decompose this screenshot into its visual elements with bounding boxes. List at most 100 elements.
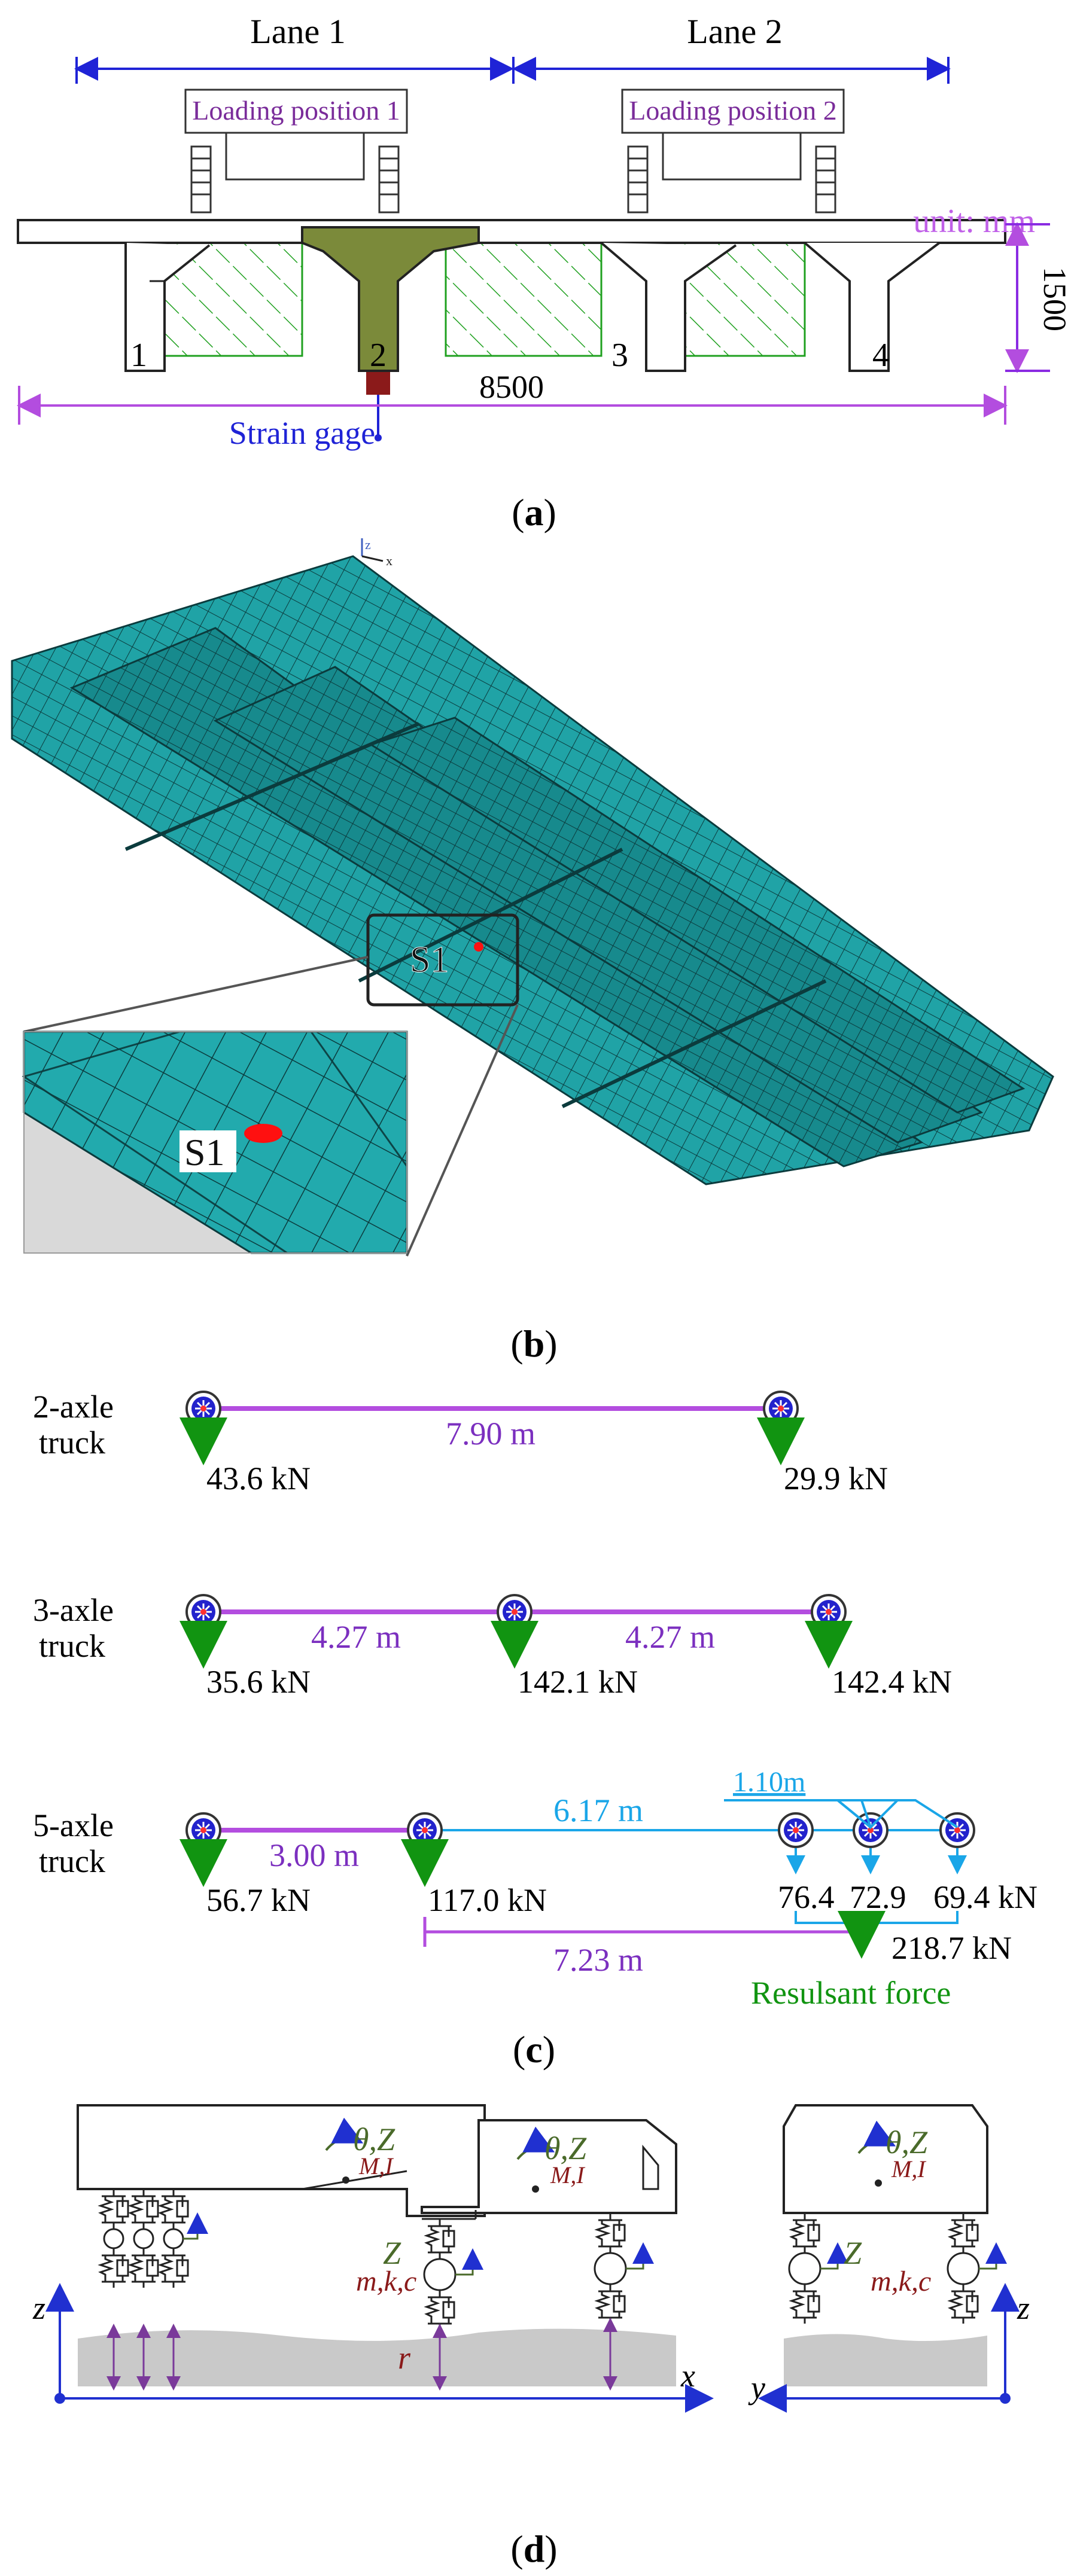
- trailer-mass-label: M,I: [358, 2153, 394, 2179]
- panel-c-truck-loads: 2-axle truck 7.90 m 43.6 kN 29.9 kN 3-ax…: [0, 1370, 1068, 2071]
- vehicle-model-drawing: θ,Z M,I θ,Z M,I Z m,k,c: [32, 2104, 1030, 2413]
- height-dimension-label: 1500: [1037, 267, 1068, 331]
- axle-mkc-label: m,k,c: [356, 2266, 416, 2297]
- axle-z-label: Z: [383, 2235, 401, 2271]
- truck-5-load-5: 69.4 kN: [933, 1879, 1037, 1915]
- truck-5-wheel-1: [185, 1812, 221, 1848]
- sensor-s1-zoom-label: S1: [184, 1131, 225, 1173]
- strain-gage-marker: [366, 372, 390, 395]
- truck-3-load-3: 142.4 kN: [832, 1664, 952, 1700]
- truck-5-load-1: 56.7 kN: [206, 1882, 311, 1918]
- truck-3-wheel-1: [185, 1594, 221, 1630]
- caption-d-letter: d: [523, 2528, 545, 2570]
- caption-d: (d): [510, 2528, 558, 2570]
- loading-position-2-label: Loading position 2: [629, 95, 837, 126]
- truck-5-load-3: 76.4: [778, 1879, 835, 1915]
- front-mass-label: M,I: [891, 2156, 926, 2182]
- girder-2-label: 2: [370, 337, 387, 374]
- lane-2-label: Lane 2: [687, 12, 782, 51]
- axis-x-label: x: [386, 553, 392, 568]
- tractor-mass-label: M,I: [550, 2162, 585, 2188]
- panel-a-cross-section: Lane 1 Lane 2 Loading position 1 Loading…: [0, 0, 1068, 534]
- zoom-inset: S1: [22, 1031, 408, 1254]
- truck-5-wheel-3: [778, 1812, 814, 1848]
- truck-3-wheel-3: [811, 1594, 847, 1630]
- truck-3-name-line1: 3-axle: [33, 1592, 114, 1628]
- truck-5-name-line1: 5-axle: [33, 1807, 114, 1843]
- trailer-tridem-suspension: [99, 2188, 208, 2289]
- zoom-region-box: [366, 913, 519, 1007]
- sensor-s1-zoom-marker: [244, 1124, 282, 1143]
- tractor-steer-axle: [594, 2212, 654, 2325]
- tractor-dof-label: θ,Z: [544, 2130, 587, 2166]
- road-roughness-label: r: [398, 2340, 411, 2376]
- truck-3-wheel-2: [497, 1594, 533, 1630]
- caption-c: (c): [512, 2028, 556, 2071]
- truck-5-resultant-label: Resulsant force: [751, 1975, 951, 2011]
- truck-5-spacing-front: 3.00 m: [269, 1837, 359, 1873]
- caption-b-letter: b: [523, 1322, 545, 1365]
- fe-mesh-drawing: z x S1 S1: [11, 535, 1054, 1257]
- front-dof-label: θ,Z: [886, 2124, 928, 2160]
- road-profile-front: [784, 2334, 987, 2386]
- truck-3-name-line2: truck: [39, 1628, 105, 1664]
- girder-ridges: [69, 627, 1026, 1167]
- girder-3-label: 3: [611, 337, 628, 374]
- side-axis-z-label: z: [32, 2290, 45, 2326]
- cross-section-drawing: Lane 1 Lane 2 Loading position 1 Loading…: [17, 12, 1068, 451]
- truck-5-resultant-distance: 7.23 m: [553, 1942, 643, 1978]
- side-axis-x-label: x: [680, 2358, 695, 2394]
- caption-a-letter: a: [524, 491, 544, 534]
- truck-axle-diagram: 2-axle truck 7.90 m 43.6 kN 29.9 kN 3-ax…: [33, 1389, 1037, 2011]
- loading-position-2: Loading position 2: [621, 89, 845, 214]
- truck-front-view: θ,Z M,I Z m,k,c y z: [748, 2104, 1030, 2413]
- lane-dimension: Lane 1 Lane 2: [74, 12, 951, 84]
- truck-2-wheel-2: [763, 1391, 799, 1426]
- panel-d-vehicle-model: θ,Z M,I θ,Z M,I Z m,k,c: [0, 2084, 1068, 2576]
- truck-3-axle: 3-axle truck 4.27 m 4.27 m 35.6 kN 142.1…: [33, 1592, 952, 1700]
- truck-3-spacing-2: 4.27 m: [625, 1619, 715, 1655]
- tractor-drive-axle: Z m,k,c: [356, 2218, 483, 2331]
- axis-z-label: z: [365, 538, 371, 552]
- lane-1-label: Lane 1: [250, 12, 345, 51]
- truck-3-spacing-1: 4.27 m: [311, 1619, 401, 1655]
- truck-5-axle: 5-axle truck 1.10m 6.17 m 3.00 m 56.7 kN…: [33, 1766, 1037, 2011]
- truck-2-load-2: 29.9 kN: [784, 1461, 888, 1496]
- truck-5-spacing-tridem: 1.10m: [733, 1766, 805, 1798]
- truck-3-load-2: 142.1 kN: [518, 1664, 638, 1700]
- front-axis-y-label: y: [748, 2370, 765, 2406]
- truck-5-load-4: 72.9: [850, 1879, 906, 1915]
- loading-position-1-label: Loading position 1: [192, 95, 400, 126]
- front-axle-mkc-label: m,k,c: [871, 2266, 931, 2297]
- truck-2-axle: 2-axle truck 7.90 m 43.6 kN 29.9 kN: [33, 1389, 888, 1496]
- trailer-dof-label: θ,Z: [353, 2121, 395, 2157]
- truck-3-load-1: 35.6 kN: [206, 1664, 311, 1700]
- girder-4-label: 4: [872, 337, 889, 374]
- truck-5-name-line2: truck: [39, 1843, 105, 1879]
- caption-c-letter: c: [525, 2028, 543, 2071]
- girder-1-label: 1: [130, 337, 147, 374]
- truck-2-name-line2: truck: [39, 1425, 105, 1461]
- axis-triad: z x: [361, 535, 392, 568]
- strain-gage-label: Strain gage: [229, 415, 375, 451]
- bridge-cross-section: 1 2 3 4: [17, 219, 1006, 441]
- caption-b: (b): [510, 1322, 558, 1365]
- truck-side-view: θ,Z M,I θ,Z M,I Z m,k,c: [32, 2104, 714, 2413]
- truck-2-spacing-label: 7.90 m: [446, 1416, 535, 1452]
- truck-5-resultant-value: 218.7 kN: [891, 1930, 1012, 1966]
- loading-position-1: Loading position 1: [184, 89, 408, 214]
- sensor-s1-label: S1: [410, 940, 449, 980]
- truck-5-spacing-tandem: 6.17 m: [553, 1792, 643, 1828]
- truck-2-wheel-1: [185, 1391, 221, 1426]
- truck-5-wheel-2: [407, 1812, 443, 1848]
- road-profile-side: [78, 2328, 676, 2386]
- truck-5-load-2: 117.0 kN: [428, 1882, 547, 1918]
- truck-2-name-line1: 2-axle: [33, 1389, 114, 1425]
- height-dimension: 1500: [1005, 222, 1068, 373]
- panel-b-fe-model: z x S1 S1 (b): [0, 535, 1068, 1376]
- caption-a: (a): [512, 491, 556, 534]
- width-dimension-label: 8500: [479, 369, 544, 405]
- truck-2-load-1: 43.6 kN: [206, 1461, 311, 1496]
- width-dimension: 8500: [17, 369, 1008, 425]
- front-axle-z-label: Z: [844, 2235, 862, 2271]
